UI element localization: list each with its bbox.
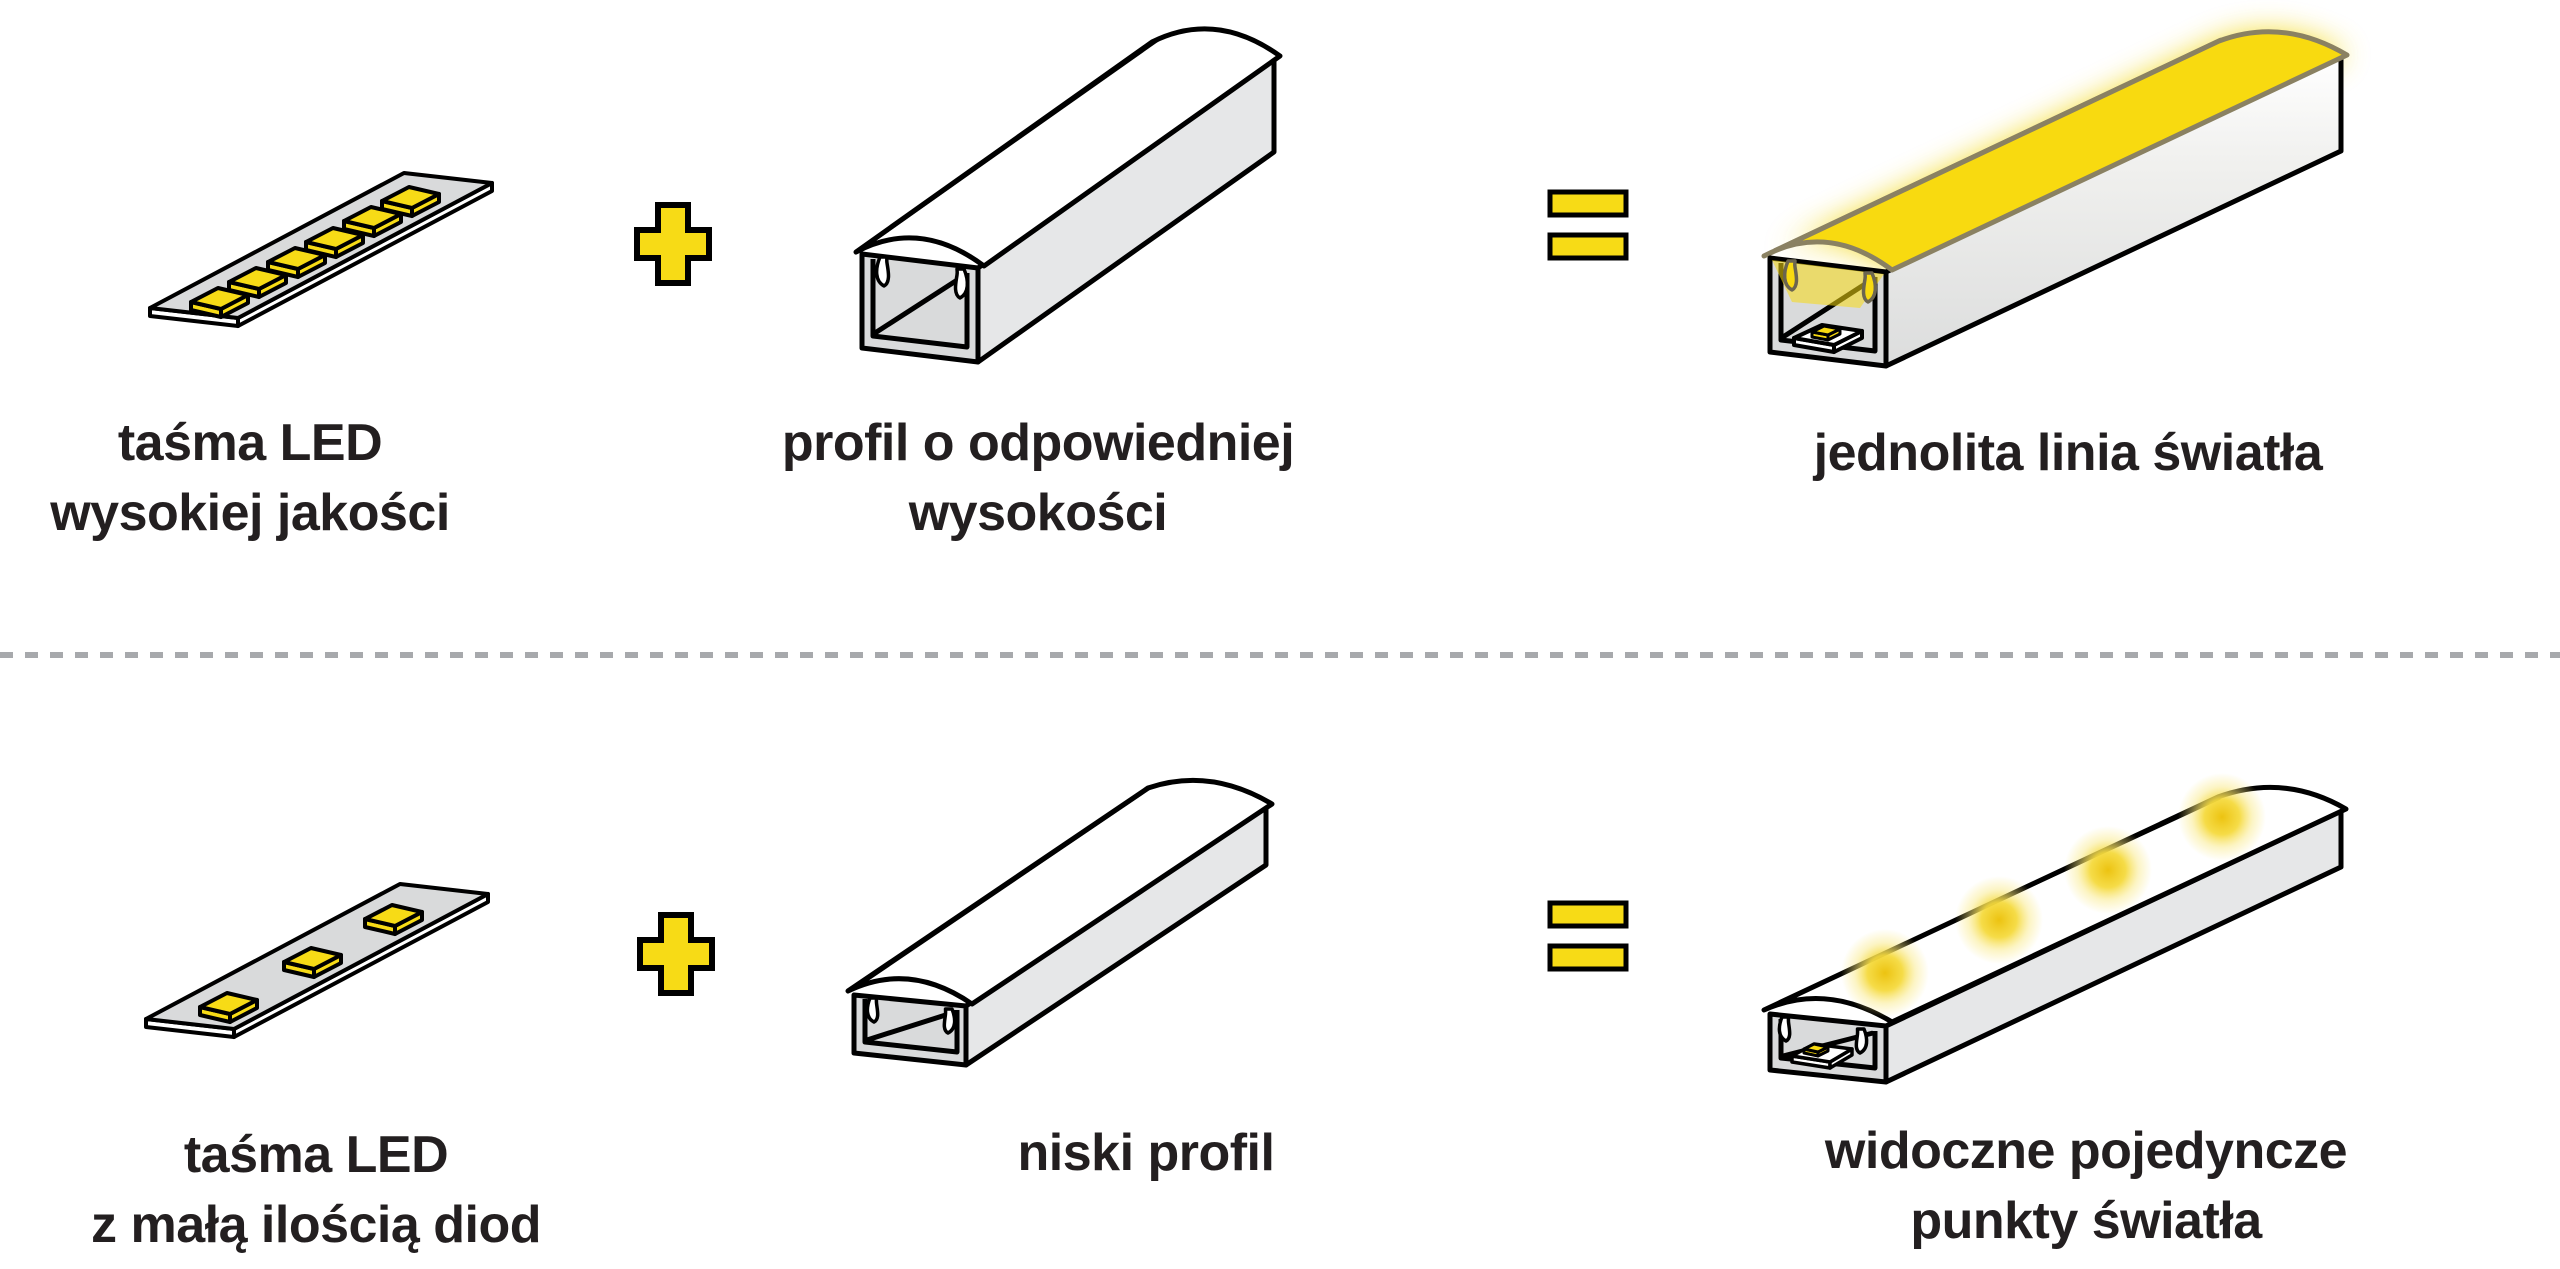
caption-top-profile: profil o odpowiedniej wysokości <box>658 408 1418 548</box>
caption-line: wysokości <box>908 484 1168 542</box>
caption-bottom-result: widoczne pojedyncze punkty światła <box>1706 1116 2466 1256</box>
led-strip-dense-illustration <box>144 168 500 336</box>
caption-line: niski profil <box>1017 1124 1275 1182</box>
caption-line: z małą ilością diod <box>91 1196 541 1254</box>
light-points-profile-illustration <box>1756 772 2380 1106</box>
plus-icon <box>634 202 712 286</box>
caption-line: jednolita linia światła <box>1813 424 2323 482</box>
tall-profile-illustration <box>848 14 1284 372</box>
led-strip-sparse-illustration <box>140 879 496 1047</box>
plus-icon <box>637 912 715 996</box>
caption-top-led-strip: taśma LED wysokiej jakości <box>0 408 630 548</box>
low-profile-illustration <box>844 758 1280 1080</box>
caption-line: taśma LED <box>117 414 383 472</box>
caption-line: widoczne pojedyncze <box>1824 1122 2348 1180</box>
caption-bottom-profile: niski profil <box>766 1118 1526 1188</box>
caption-line: taśma LED <box>183 1126 449 1184</box>
equals-icon <box>1547 189 1629 261</box>
caption-bottom-led-strip: taśma LED z małą ilością diod <box>0 1120 696 1260</box>
caption-line: profil o odpowiedniej <box>781 414 1295 472</box>
caption-top-result: jednolita linia światła <box>1688 418 2448 488</box>
caption-line: punkty światła <box>1910 1192 2262 1250</box>
dashed-divider <box>0 652 2560 658</box>
uniform-light-profile-illustration <box>1756 8 2380 392</box>
equals-icon <box>1547 900 1629 972</box>
caption-line: wysokiej jakości <box>50 484 450 542</box>
